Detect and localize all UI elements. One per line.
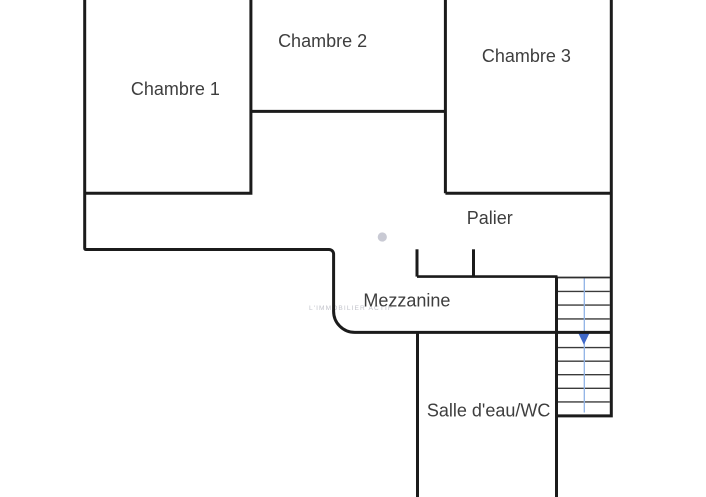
svg-text:Mezzanine: Mezzanine [363,290,450,310]
svg-text:Chambre 1: Chambre 1 [131,79,220,99]
svg-text:Chambre 3: Chambre 3 [482,46,571,66]
svg-text:L'IMMOBILIER ACTIF: L'IMMOBILIER ACTIF [309,305,393,312]
svg-text:Salle d'eau/WC: Salle d'eau/WC [427,401,551,421]
svg-text:Chambre 2: Chambre 2 [278,31,367,51]
svg-text:Palier: Palier [467,208,513,228]
